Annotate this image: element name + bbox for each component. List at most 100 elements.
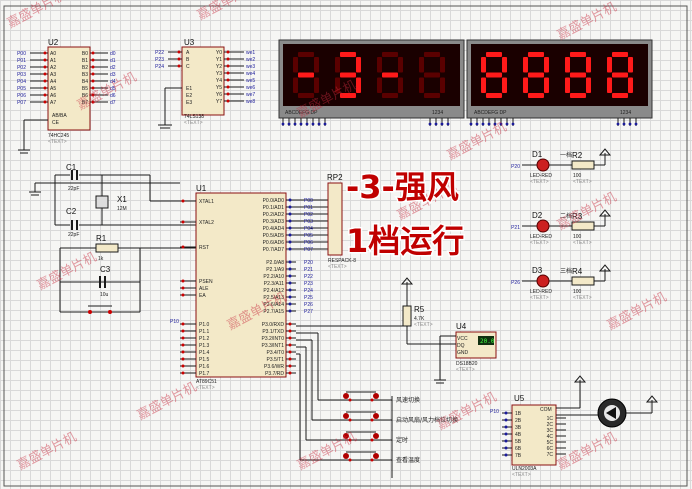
u2-out-net: d6 bbox=[110, 93, 116, 99]
u2-net-label: P04 bbox=[17, 79, 26, 85]
u3-en-label: E1 bbox=[186, 86, 192, 92]
display-right-digit-seg-b bbox=[544, 57, 549, 73]
u2-net-label: P01 bbox=[17, 58, 26, 64]
pin-marker bbox=[288, 240, 292, 244]
vcc-icon bbox=[598, 148, 612, 156]
x1-ref: X1 bbox=[117, 195, 127, 204]
display-right-digit-seg-f bbox=[607, 57, 612, 73]
r1-value: 1k bbox=[98, 256, 104, 262]
display-pin-marker bbox=[505, 122, 509, 126]
u2-pin-label: A4 bbox=[50, 79, 56, 85]
pin-marker bbox=[348, 418, 352, 422]
u3-pin-label: A bbox=[186, 50, 190, 56]
pin-marker bbox=[181, 245, 185, 249]
pin-marker bbox=[91, 79, 95, 83]
u1-pin-label: P0.5/AD5 bbox=[263, 233, 285, 239]
pin-marker bbox=[181, 336, 185, 340]
watermark-text: 嘉盛单片机 bbox=[555, 0, 619, 44]
u1-pin-label: P3.2/INT0 bbox=[261, 336, 284, 342]
display-right-digit-seg-d bbox=[486, 93, 502, 98]
u3-pin-label: Y7 bbox=[216, 99, 222, 105]
display-right-digit-seg-b bbox=[628, 57, 633, 73]
u1-pin-label: P1.2 bbox=[199, 336, 210, 342]
watermark-text: 嘉盛单片机 bbox=[5, 0, 69, 32]
vcc-icon bbox=[598, 264, 612, 272]
u2-pin-label: B6 bbox=[82, 93, 88, 99]
u3-out-net: we1 bbox=[246, 50, 255, 56]
display-right-digit-seg-c bbox=[544, 77, 549, 93]
u2-pin-label: A6 bbox=[50, 93, 56, 99]
rp2-part: RESPACK-8 bbox=[328, 258, 356, 264]
watermark-text: 嘉盛单片机 bbox=[445, 120, 509, 164]
pin-marker bbox=[91, 86, 95, 90]
u1-p0-net: P05 bbox=[304, 233, 313, 239]
display-left-digit-seg-a bbox=[340, 52, 356, 57]
pin-marker bbox=[181, 199, 185, 203]
display-right-digit-seg-a bbox=[570, 52, 586, 57]
push-button-2[interactable]: 启动风扇/风力档位切换 bbox=[340, 411, 458, 424]
push-button-3[interactable]: 定时 bbox=[340, 431, 408, 444]
display-left-digit-seg-c bbox=[356, 77, 361, 93]
button-cap-icon bbox=[343, 393, 349, 399]
display-left-digit-seg-b bbox=[440, 57, 445, 73]
pin-marker bbox=[370, 438, 374, 442]
u2-out-net: d0 bbox=[110, 51, 116, 57]
u1-pin-label: RST bbox=[199, 245, 209, 251]
display-right-digit-seg-d bbox=[570, 93, 586, 98]
d3-net: P26 bbox=[511, 280, 520, 286]
display-left-digit-seg-e bbox=[377, 77, 382, 93]
pin-marker bbox=[370, 418, 374, 422]
u1-pin-label: P1.1 bbox=[199, 329, 210, 335]
u1-pin-label: P0.4/AD4 bbox=[263, 226, 285, 232]
button-cap-icon bbox=[343, 453, 349, 459]
pin-marker bbox=[288, 219, 292, 223]
u2-part: 74HC245 bbox=[48, 133, 69, 139]
u3-out-net: we5 bbox=[246, 78, 255, 84]
button-cap-icon bbox=[373, 433, 379, 439]
pin-marker bbox=[288, 233, 292, 237]
c3-value: 10u bbox=[100, 292, 109, 298]
pin-marker bbox=[43, 65, 47, 69]
pin-marker bbox=[348, 438, 352, 442]
u1-pin-label: P2.1/A9 bbox=[266, 267, 284, 273]
u1-pin-label: PSEN bbox=[199, 279, 213, 285]
u3-pin-label: Y6 bbox=[216, 92, 222, 98]
push-button-4[interactable]: 查看温度 bbox=[340, 451, 420, 464]
u1-p2-net: P26 bbox=[304, 302, 313, 308]
pin-marker bbox=[226, 92, 230, 96]
d2-ref: D2 bbox=[532, 211, 543, 220]
pin-marker bbox=[43, 86, 47, 90]
u3-net-label: P22 bbox=[155, 50, 164, 56]
u5-pin-label: 2C bbox=[547, 422, 554, 428]
u1-pin-label: P3.0/RXD bbox=[262, 322, 285, 328]
u1-pin-label: P2.0/A8 bbox=[266, 260, 284, 266]
pin-marker bbox=[504, 411, 508, 415]
display-left: ABCDEFG DP 1234 bbox=[278, 39, 465, 119]
r4-value: 100 bbox=[573, 289, 582, 295]
pin-marker bbox=[181, 343, 185, 347]
display-left-digit-seg-e bbox=[293, 77, 298, 93]
display-pin-marker bbox=[317, 122, 321, 126]
display-pin-marker bbox=[481, 122, 485, 126]
u1-p0-net: P02 bbox=[304, 212, 313, 218]
display-pin-marker bbox=[287, 122, 291, 126]
u4-temp-sensor[interactable]: 20.0 U4 VCC DQ GND DS18B20 <TEXT> bbox=[407, 322, 497, 384]
display-pin-marker bbox=[311, 122, 315, 126]
u5-pin-label: 5C bbox=[547, 440, 554, 446]
u1-pin-label: P2.7/A15 bbox=[263, 309, 284, 315]
u3-out-net: we8 bbox=[246, 99, 255, 105]
u5-driver-chip[interactable]: U5 ULN2003A <TEXT> P10 COM 1B2B3B4B5B6B7… bbox=[490, 375, 598, 478]
display-right-digit-seg-a bbox=[612, 52, 628, 57]
u1-pin-label: P0.3/AD3 bbox=[263, 219, 285, 225]
u2-buffer-chip[interactable]: U2 74HC245 <TEXT> A0P00A1P01A2P02A3P03A4… bbox=[17, 38, 116, 154]
c3-ref: C3 bbox=[100, 265, 111, 274]
u3-pin-label: Y3 bbox=[216, 71, 222, 77]
display-right-digit-seg-c bbox=[628, 77, 633, 93]
pin-marker bbox=[177, 64, 181, 68]
push-button-1[interactable]: 风速切换 bbox=[340, 391, 420, 404]
u1-mcu-chip[interactable]: U1 AT89C51 <TEXT> XTAL1XTAL2RSTPSENALEEA… bbox=[180, 184, 328, 391]
